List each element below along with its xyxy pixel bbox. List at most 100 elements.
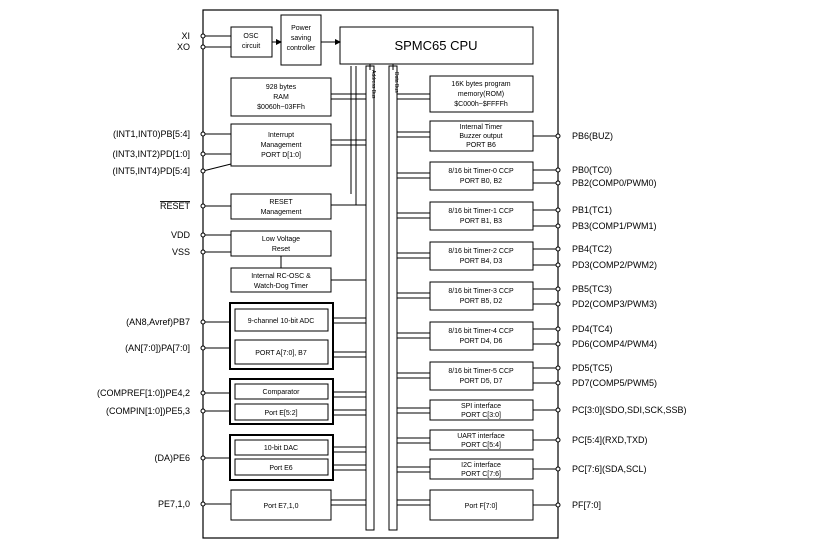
timer3-block: 8/16 bit Timer-3 CCP PORT B5, D2 [429, 281, 534, 311]
pin-pd6: PD6(COMP4/PWM4) [572, 339, 657, 349]
block-text: 16K bytes program [451, 81, 510, 88]
block-text: 8/16 bit Timer-5 CCP [448, 368, 514, 375]
data-bus-label: Data Bus [393, 72, 399, 93]
cpu-block: SPMC65 CPU [339, 26, 534, 65]
osc-circuit-block: OSC circuit [230, 26, 273, 58]
pin-pd5: PD5(TC5) [572, 363, 613, 373]
timer1-block: 8/16 bit Timer-1 CCP PORT B1, B3 [429, 201, 534, 231]
pin-xi: XI [181, 31, 190, 41]
pin-pd2: PD2(COMP3/PWM3) [572, 299, 657, 309]
pin-pb54: (INT1,INT0)PB[5:4] [113, 129, 190, 139]
block-text: Management [261, 209, 302, 216]
i2c-block: I2C interface PORT C[7:6] [429, 458, 534, 480]
block-text: OSC [243, 33, 258, 40]
left-pin-labels: XI XO (INT1,INT0)PB[5:4] (INT3,INT2)PD[1… [97, 31, 191, 509]
block-text: Watch-Dog Timer [254, 283, 309, 290]
pin-pb5: PB5(TC3) [572, 284, 612, 294]
port-e52-block: Port E[5:2] [234, 403, 329, 421]
pin-pe710: PE7,1,0 [158, 499, 190, 509]
block-text: PORT D[1:0] [261, 152, 301, 159]
adc-block: 9-channel 10-bit ADC [234, 308, 329, 332]
pin-pd10: (INT3,INT2)PD[1:0] [112, 149, 190, 159]
timer4-block: 8/16 bit Timer-4 CCP PORT D4, D6 [429, 321, 534, 351]
rc-osc-watchdog-block: Internal RC-OSC & Watch-Dog Timer [230, 267, 332, 293]
block-text: Management [261, 142, 302, 149]
timer5-block: 8/16 bit Timer-5 CCP PORT D5, D7 [429, 361, 534, 391]
pin-pc76: PC[7:6](SDA,SCL) [572, 464, 647, 474]
block-text: PORT B4, D3 [460, 258, 503, 265]
block-text: 928 bytes [266, 84, 297, 91]
block-text: Reset [272, 246, 290, 253]
address-bus-label: Address Bus [370, 70, 376, 99]
block-text: Power [291, 25, 312, 32]
power-saving-block: Power saving controller [280, 14, 322, 66]
pin-pd54: (INT5,INT4)PD[5:4] [112, 166, 190, 176]
block-text: 8/16 bit Timer-4 CCP [448, 328, 514, 335]
block-text: PORT C[5:4] [461, 442, 501, 449]
ram-block: 928 bytes RAM $0060h~03FFh [230, 77, 332, 117]
block-text: PORT C[3:0] [461, 412, 501, 419]
comparator-block: Comparator [234, 383, 329, 400]
pin-reset: RESET [160, 201, 191, 211]
bus-connections [280, 66, 430, 506]
block-text: Internal RC-OSC & [251, 273, 311, 280]
dac-block: 10-bit DAC [234, 439, 329, 456]
pin-pb6: PB6(BUZ) [572, 131, 613, 141]
block-text: 8/16 bit Timer-1 CCP [448, 208, 514, 215]
block-text: $C000h~$FFFFh [454, 101, 508, 108]
block-text: PORT A[7:0], B7 [255, 350, 307, 357]
block-text: PORT B1, B3 [460, 218, 502, 225]
block-text: Port F[7:0] [465, 503, 498, 510]
pin-pf70: PF[7:0] [572, 500, 601, 510]
pin-pb2: PB2(COMP0/PWM0) [572, 178, 657, 188]
block-text: memory(ROM) [458, 91, 504, 98]
port-e710-block: Port E7,1,0 [230, 489, 332, 521]
timer0-block: 8/16 bit Timer-0 CCP PORT B0, B2 [429, 161, 534, 191]
block-text: SPI interface [461, 403, 501, 410]
cpu-title: SPMC65 CPU [394, 38, 477, 53]
buzzer-timer-block: Internal Timer Buzzer output PORT B6 [429, 120, 534, 152]
block-text: Internal Timer [460, 124, 503, 131]
pin-pb0: PB0(TC0) [572, 165, 612, 175]
block-text: Comparator [263, 389, 301, 396]
block-text: 8/16 bit Timer-3 CCP [448, 288, 514, 295]
block-text: Port E[5:2] [264, 410, 297, 417]
pin-pd4: PD4(TC4) [572, 324, 613, 334]
block-text: 9-channel 10-bit ADC [248, 318, 315, 325]
pin-pe6: (DA)PE6 [154, 453, 190, 463]
block-text: RESET [269, 199, 293, 206]
block-text: PORT D5, D7 [460, 378, 503, 385]
block-text: 8/16 bit Timer-0 CCP [448, 168, 514, 175]
pin-pe53: (COMPIN[1:0])PE5,3 [106, 406, 190, 416]
pin-pb7: (AN8,Avref)PB7 [126, 317, 190, 327]
pin-xo: XO [177, 42, 190, 52]
pin-pd3: PD3(COMP2/PWM2) [572, 260, 657, 270]
port-e6-block: Port E6 [234, 458, 329, 476]
block-text: 10-bit DAC [264, 445, 298, 452]
block-text: PORT D4, D6 [460, 338, 503, 345]
block-text: controller [287, 45, 316, 52]
left-pin-lines [202, 35, 232, 505]
port-a-block: PORT A[7:0], B7 [234, 339, 329, 365]
block-text: UART interface [457, 433, 505, 440]
right-pin-lines [533, 135, 558, 506]
pin-pb1: PB1(TC1) [572, 205, 612, 215]
pin-markers [200, 33, 561, 508]
pin-vss: VSS [172, 247, 190, 257]
block-text: circuit [242, 43, 260, 50]
block-text: Port E7,1,0 [263, 503, 298, 510]
rom-block: 16K bytes program memory(ROM) $C000h~$FF… [429, 75, 534, 113]
pin-pd7: PD7(COMP5/PWM5) [572, 378, 657, 388]
pin-pc54: PC[5:4](RXD,TXD) [572, 435, 648, 445]
block-text: 8/16 bit Timer-2 CCP [448, 248, 514, 255]
pin-pe42: (COMPREF[1:0])PE4,2 [97, 388, 190, 398]
block-text: PORT B6 [466, 142, 496, 149]
block-text: RAM [273, 94, 289, 101]
right-pin-labels: PB6(BUZ) PB0(TC0) PB2(COMP0/PWM0) PB1(TC… [572, 131, 687, 510]
block-text: saving [291, 35, 311, 42]
reset-block: RESET Management [230, 193, 332, 220]
block-text: PORT B5, D2 [460, 298, 503, 305]
block-text: I2C interface [461, 462, 501, 469]
port-f-block: Port F[7:0] [429, 489, 534, 521]
